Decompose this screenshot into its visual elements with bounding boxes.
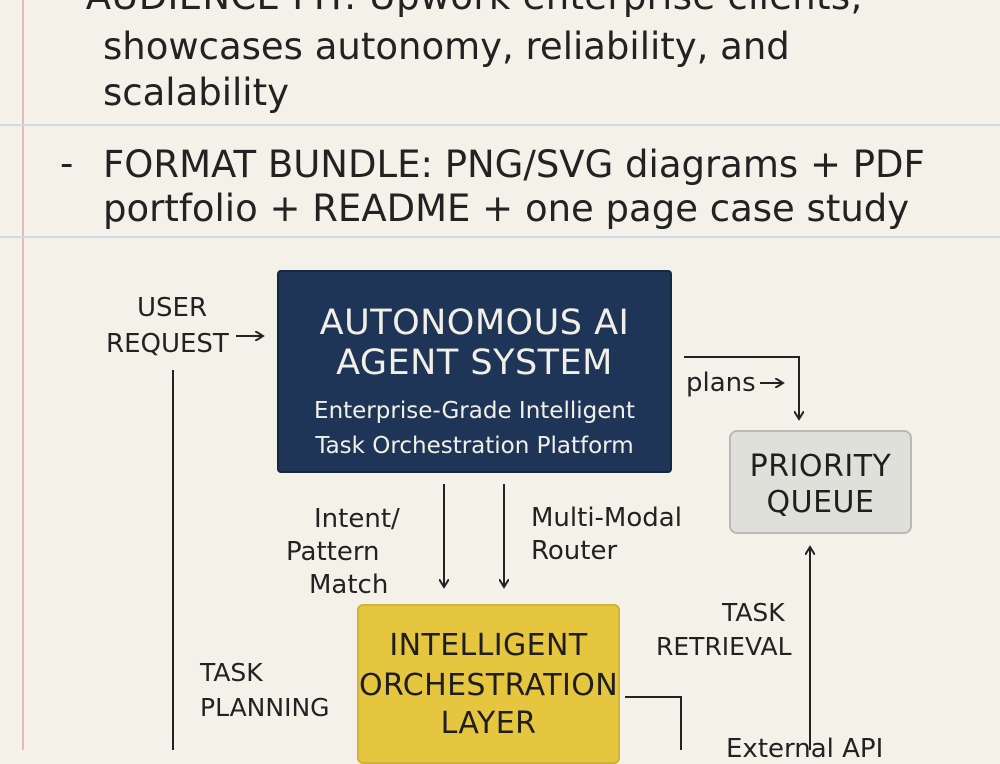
router-label-line-1: Multi-Modal xyxy=(531,503,682,533)
orchestration-line-1: INTELLIGENT xyxy=(389,628,588,663)
intent-label-line-2: Pattern xyxy=(286,537,380,567)
task-planning-label-line-1: TASK xyxy=(200,658,263,687)
main-box-subtitle-line-2: Task Orchestration Platform xyxy=(315,433,634,459)
task-planning-label-line-2: PLANNING xyxy=(200,693,330,722)
plans-connector xyxy=(684,356,799,418)
main-box-title-line-1: AUTONOMOUS AI xyxy=(319,303,630,343)
priority-queue-line-1: PRIORITY xyxy=(749,449,892,484)
ruled-line xyxy=(0,236,1000,238)
router-label-line-2: Router xyxy=(531,536,618,566)
main-box-title-line-2: AGENT SYSTEM xyxy=(336,343,613,383)
note-audience-fit-line-2: showcases autonomy, reliability, and xyxy=(103,25,790,68)
orchestration-line-2: ORCHESTRATION xyxy=(359,668,619,703)
ruled-line xyxy=(0,124,1000,126)
note-audience-fit-line: - AUDIENCE FIT: Upwork enterprise client… xyxy=(60,0,863,15)
main-box-subtitle-line-1: Enterprise-Grade Intelligent xyxy=(314,398,635,424)
intent-label-line-1: Intent/ xyxy=(314,504,400,534)
note-format-bundle-line-2: portfolio + README + one page case study xyxy=(103,187,910,230)
user-request-label-line-2: REQUEST xyxy=(106,329,229,359)
autonomous-ai-agent-system-box: AUTONOMOUS AI AGENT SYSTEM Enterprise-Gr… xyxy=(277,270,672,473)
note-audience-fit-line-3: scalability xyxy=(103,71,289,114)
task-retrieval-label-line-2: RETRIEVAL xyxy=(656,632,792,661)
priority-queue-box: PRIORITY QUEUE xyxy=(729,430,912,534)
external-api-label-partial: External API xyxy=(726,734,884,764)
note-format-bundle-line: FORMAT BUNDLE: PNG/SVG diagrams + PDF xyxy=(103,143,925,186)
note-bullet-dash: - xyxy=(60,142,74,185)
orchestration-output-connector xyxy=(625,696,682,750)
priority-queue-line-2: QUEUE xyxy=(766,485,875,520)
margin-line xyxy=(22,0,24,750)
intent-label-line-3: Match xyxy=(309,570,389,600)
orchestration-line-3: LAYER xyxy=(440,706,537,741)
intelligent-orchestration-layer-box: INTELLIGENT ORCHESTRATION LAYER xyxy=(357,604,620,764)
task-retrieval-label-line-1: TASK xyxy=(722,598,785,627)
plans-label: plans xyxy=(686,368,756,398)
user-request-label-line-1: USER xyxy=(137,293,208,323)
